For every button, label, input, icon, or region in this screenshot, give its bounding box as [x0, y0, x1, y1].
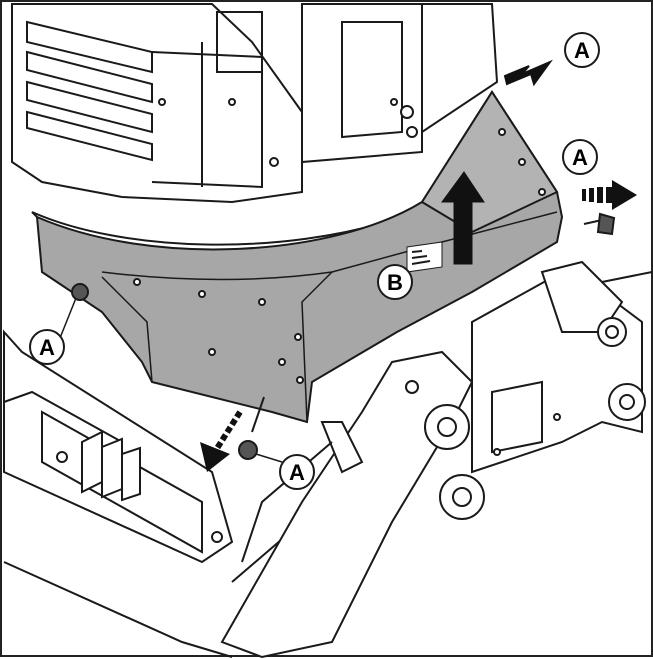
callout-a-bottom: A [279, 454, 315, 490]
arrow-outward-dashed-icon [582, 180, 637, 210]
arrow-down-left-icon [200, 410, 243, 472]
bolt-bottom [238, 396, 265, 460]
callout-a-left-label: A [39, 335, 55, 360]
bolt-right [583, 212, 616, 236]
bolt-left [71, 283, 89, 301]
callout-leaders [59, 297, 283, 463]
upper-frame [216, 3, 499, 164]
callout-a-top-label: A [574, 38, 590, 63]
arrow-top-right-icon [503, 59, 553, 87]
callout-b: B [377, 264, 413, 300]
engine-hood [11, 3, 303, 204]
callout-b-label: B [387, 270, 403, 295]
callout-a-top: A [564, 32, 600, 68]
callout-a-right-label: A [572, 145, 588, 170]
callout-a-right: A [562, 139, 598, 175]
arrow-up-icon [441, 171, 485, 265]
track-frame [3, 329, 353, 658]
callout-a-left: A [29, 329, 65, 365]
callout-a-bottom-label: A [289, 460, 305, 485]
boom-arm [220, 260, 653, 659]
